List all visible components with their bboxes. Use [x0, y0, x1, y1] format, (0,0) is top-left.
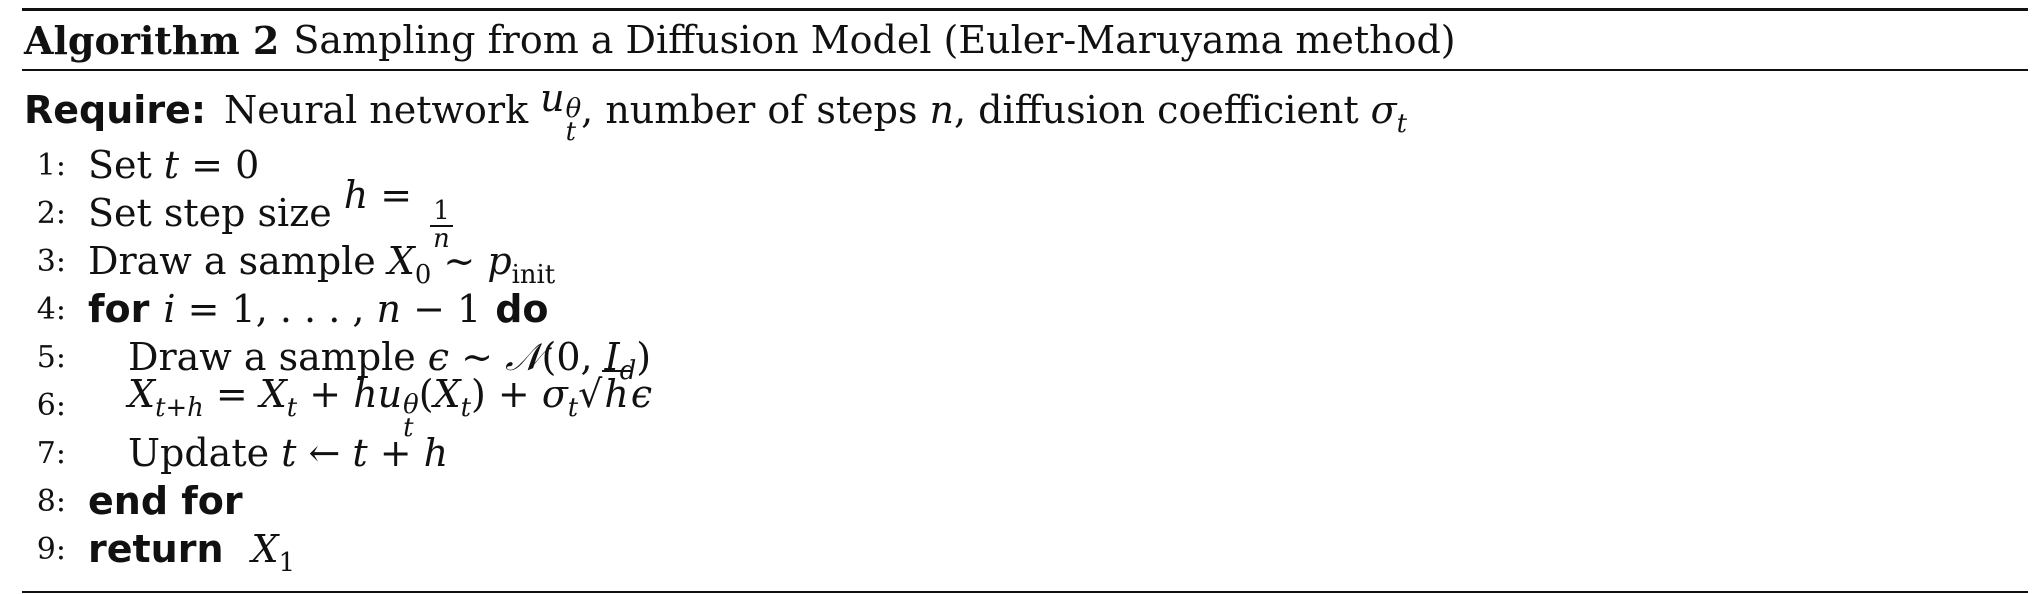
top-rule	[22, 8, 2028, 11]
algorithm-line-4: 4: for i = 1, . . . , n − 1 do	[22, 285, 2028, 333]
algorithm-line-9: 9: return X1	[22, 525, 2028, 579]
math-x0-sim-pinit: X0 ∼ pinit	[387, 239, 556, 291]
math-epsilon-sim-normal: ϵ ∼ 𝒩(0, Id)	[427, 334, 652, 386]
algorithm-line-1: 1: Set t = 0	[22, 141, 2028, 189]
algorithm-header: Algorithm 2 Sampling from a Diffusion Mo…	[22, 11, 2028, 69]
line-number: 5:	[36, 339, 66, 375]
line-number: 7:	[36, 435, 66, 471]
algorithm-line-5: 5: Draw a sample ϵ ∼ 𝒩(0, Id)	[22, 333, 2028, 386]
for-keyword: for	[88, 287, 150, 331]
require-text-steps: , number of steps	[581, 88, 918, 132]
math-loop-range: i = 1, . . . , n − 1	[163, 287, 482, 331]
line-text: Draw a sample	[128, 335, 416, 379]
math-t-equals-0: t = 0	[163, 143, 260, 187]
line-text: Draw a sample	[88, 239, 376, 283]
line-text: Update	[128, 431, 270, 475]
line-text: Set step size	[88, 191, 332, 235]
line-number: 9:	[36, 531, 66, 567]
algorithm-line-7: 7: Update t ← t + h	[22, 429, 2028, 477]
algorithm-line-3: 3: Draw a sample X0 ∼ pinit	[22, 237, 2028, 291]
math-x1: X1	[251, 527, 296, 579]
math-n: n	[929, 88, 954, 132]
algorithm-line-8: 8: end for	[22, 477, 2028, 525]
algorithm-box: Algorithm 2 Sampling from a Diffusion Mo…	[22, 8, 2028, 593]
require-keyword: Require:	[24, 88, 207, 132]
require-text-network: Neural network	[224, 88, 529, 132]
line-number: 8:	[36, 483, 66, 519]
end-for-keyword: end for	[88, 479, 243, 523]
line-number: 6:	[36, 387, 66, 423]
line-number: 4:	[36, 291, 66, 327]
line-number: 3:	[36, 243, 66, 279]
line-number: 1:	[36, 147, 66, 183]
math-t-update: t ← t + h	[281, 431, 449, 475]
algorithm-title: Sampling from a Diffusion Model (Euler-M…	[293, 18, 1456, 62]
do-keyword: do	[495, 287, 549, 331]
line-text: Set	[88, 143, 152, 187]
line-number: 2:	[36, 195, 66, 231]
return-keyword: return	[88, 527, 224, 571]
header-rule	[22, 69, 2028, 71]
bottom-rule	[22, 591, 2028, 593]
require-text-diffusion: , diffusion coefficient	[953, 88, 1359, 132]
algorithm-label: Algorithm 2	[24, 17, 280, 63]
math-sigma-t: σt	[1370, 88, 1407, 140]
